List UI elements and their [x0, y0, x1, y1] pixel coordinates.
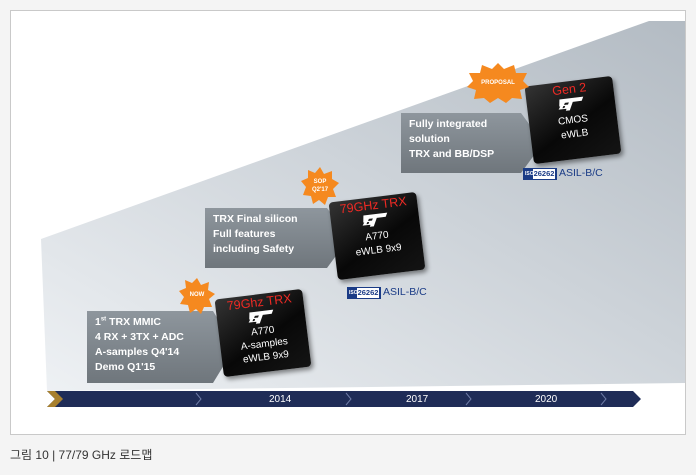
phase-2-certification: ISO 26262 ASIL-B/C [347, 286, 467, 299]
phase-1-line-3: A-samples Q4'14 [95, 346, 180, 358]
figure-caption: 그림 10 | 77/79 GHz 로드맵 [10, 448, 153, 462]
badge-sop-quarter: Q2'17 [311, 187, 329, 193]
phase-2-asil-label: ASIL-B/C [383, 286, 427, 298]
phase-3-asil-label: ASIL-B/C [559, 167, 603, 179]
badge-proposal: PROPOSAL [467, 63, 529, 103]
phase-3-line-2: solution [409, 133, 450, 145]
badge-sop-text: SOP [313, 179, 327, 185]
st-logo-icon [558, 96, 584, 111]
phase-3-line-1: Fully integrated [409, 118, 488, 130]
badge-starburst-icon [301, 167, 339, 205]
st-logo-icon [248, 309, 274, 324]
badge-starburst-icon [179, 278, 215, 314]
phase-1-line-2: 4 RX + 3TX + ADC [95, 331, 184, 343]
phase-3-description: Fully integrated solution TRX and BB/DSP [401, 113, 543, 173]
phase-3-chip: Gen 2 CMOS eWLB [524, 75, 622, 165]
st-logo-icon [362, 212, 388, 227]
phase-2-line-3: including Safety [213, 243, 295, 255]
phase-2-line-1: TRX Final silicon [213, 213, 298, 225]
phase-3-certification: ISO 26262 ASIL-B/C [523, 167, 643, 180]
roadmap-figure: 2014 2017 2020 1st TRX MMIC 4 RX + 3TX +… [10, 10, 686, 435]
phase-3-line-3: TRX and BB/DSP [409, 148, 495, 160]
phase-2-chip: 79GHz TRX A770 eWLB 9x9 [328, 191, 426, 281]
year-2014: 2014 [269, 394, 292, 405]
phase-2-line-2: Full features [213, 228, 276, 240]
phase-1-chip: 79Ghz TRX A770 A-samples eWLB 9x9 [214, 288, 312, 378]
badge-now: NOW [179, 278, 215, 314]
phase-1-description: 1st TRX MMIC 4 RX + 3TX + ADC A-samples … [87, 311, 235, 383]
year-2020: 2020 [535, 394, 558, 405]
year-2017: 2017 [406, 394, 429, 405]
badge-proposal-text: PROPOSAL [481, 80, 515, 86]
badge-starburst-icon [467, 63, 529, 103]
phase-1-line-4: Demo Q1'15 [95, 361, 156, 373]
phase-1-line-1: 1st TRX MMIC [95, 316, 162, 328]
badge-now-text: NOW [189, 292, 205, 298]
timeline-bar [47, 391, 641, 407]
badge-sop: SOP Q2'17 [301, 167, 339, 205]
iso-logo-icon: ISO 26262 [347, 287, 381, 299]
phase-2-description: TRX Final silicon Full features includin… [205, 208, 349, 268]
iso-logo-icon: ISO 26262 [523, 168, 557, 180]
